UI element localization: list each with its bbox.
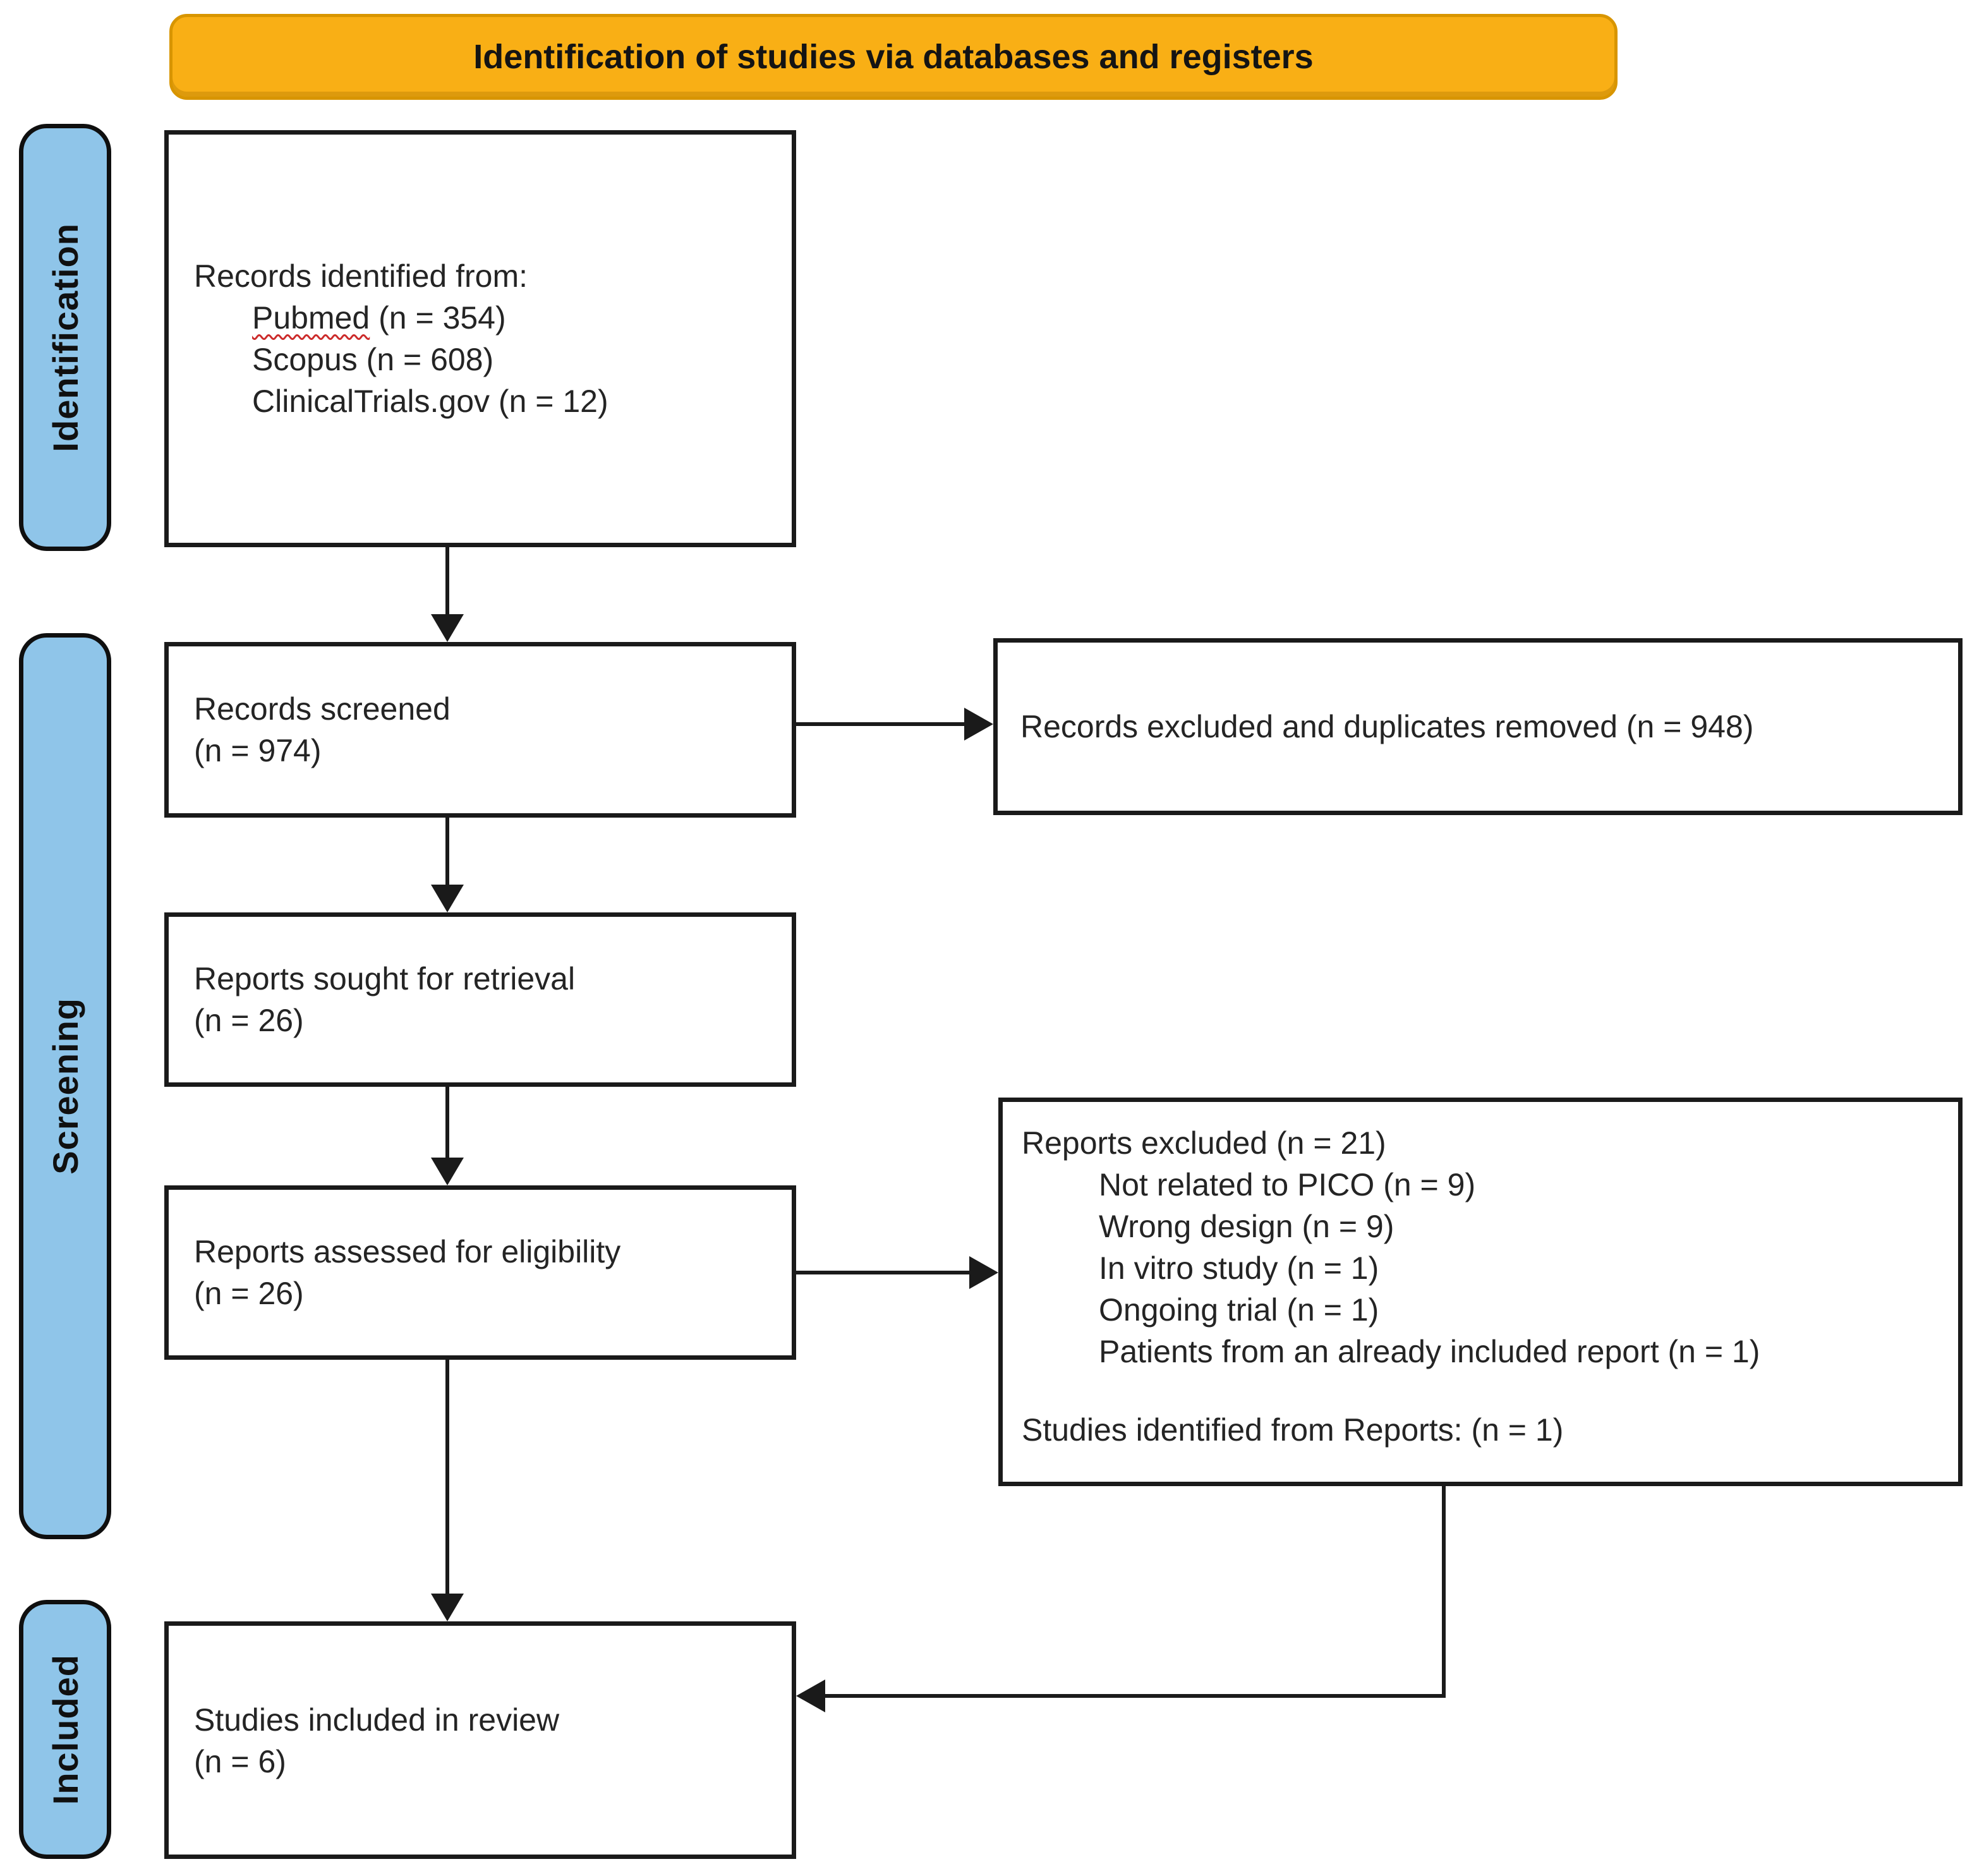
source-clinicaltrials-count: (n = 12) bbox=[490, 384, 608, 419]
records-identified-source-pubmed: Pubmed (n = 354) bbox=[194, 297, 777, 339]
banner: Identification of studies via databases … bbox=[169, 14, 1618, 100]
arrow-screened-to-sought-line bbox=[445, 818, 449, 885]
reports-assessed-count: (n = 26) bbox=[194, 1276, 304, 1311]
source-pubmed-count: (n = 354) bbox=[370, 300, 506, 336]
arrow-screened-to-sought-head bbox=[431, 885, 464, 912]
box-reports-sought: Reports sought for retrieval (n = 26) bbox=[164, 912, 796, 1087]
box-records-identified: Records identified from: Pubmed (n = 354… bbox=[164, 130, 796, 547]
stage-screening: Screening bbox=[19, 633, 111, 1539]
reports-excluded-reason-duplicate-patients: Patients from an already included report… bbox=[1099, 1334, 1760, 1369]
records-identified-source-scopus: Scopus (n = 608) bbox=[194, 339, 777, 380]
studies-included-label: Studies included in review bbox=[194, 1702, 560, 1738]
arrow-reports-to-included-horizontal-line bbox=[825, 1694, 1446, 1698]
stage-screening-label: Screening bbox=[45, 998, 85, 1175]
box-studies-included: Studies included in review (n = 6) bbox=[164, 1621, 796, 1859]
stage-included: Included bbox=[19, 1600, 111, 1859]
reports-excluded-reason-pico: Not related to PICO (n = 9) bbox=[1099, 1167, 1476, 1202]
source-scopus-count: (n = 608) bbox=[357, 342, 494, 377]
banner-title: Identification of studies via databases … bbox=[473, 38, 1314, 76]
arrow-identified-to-screened-line bbox=[445, 547, 449, 614]
reports-assessed-label: Reports assessed for eligibility bbox=[194, 1234, 621, 1269]
records-screened-label: Records screened bbox=[194, 691, 451, 727]
reports-sought-label: Reports sought for retrieval bbox=[194, 961, 576, 996]
arrow-sought-to-assessed-line bbox=[445, 1087, 449, 1158]
reports-excluded-reason-ongoing: Ongoing trial (n = 1) bbox=[1099, 1292, 1379, 1328]
arrow-assessed-to-included-line bbox=[445, 1360, 449, 1594]
arrow-reports-to-included-vertical-line bbox=[1442, 1486, 1446, 1696]
reports-excluded-reason-invitro: In vitro study (n = 1) bbox=[1099, 1250, 1379, 1286]
records-identified-title: Records identified from: bbox=[194, 258, 528, 294]
stage-included-label: Included bbox=[45, 1654, 85, 1805]
arrow-sought-to-assessed-head bbox=[431, 1158, 464, 1185]
records-identified-source-clinicaltrials: ClinicalTrials.gov (n = 12) bbox=[194, 380, 777, 422]
arrow-assessed-to-included-head bbox=[431, 1594, 464, 1621]
arrow-identified-to-screened-head bbox=[431, 614, 464, 642]
box-reports-excluded: Reports excluded (n = 21) Not related to… bbox=[998, 1098, 1963, 1486]
arrow-assessed-to-reports-excluded-head bbox=[969, 1256, 998, 1289]
stage-identification: Identification bbox=[19, 124, 111, 551]
reports-sought-count: (n = 26) bbox=[194, 1003, 304, 1038]
studies-included-count: (n = 6) bbox=[194, 1744, 286, 1779]
records-screened-count: (n = 974) bbox=[194, 733, 322, 768]
reports-excluded-reason-design: Wrong design (n = 9) bbox=[1099, 1209, 1394, 1244]
stage-identification-label: Identification bbox=[45, 222, 85, 452]
reports-excluded-title: Reports excluded (n = 21) bbox=[1022, 1125, 1386, 1161]
arrow-reports-to-included-head bbox=[796, 1679, 825, 1712]
arrow-screened-to-excluded-line bbox=[796, 722, 964, 726]
arrow-assessed-to-reports-excluded-line bbox=[796, 1271, 969, 1274]
source-clinicaltrials-name: ClinicalTrials.gov bbox=[252, 384, 490, 419]
source-scopus-name: Scopus bbox=[252, 342, 358, 377]
box-reports-assessed: Reports assessed for eligibility (n = 26… bbox=[164, 1185, 796, 1360]
arrow-screened-to-excluded-head bbox=[964, 708, 993, 741]
source-pubmed-name: Pubmed bbox=[252, 300, 370, 336]
studies-identified-from-reports: Studies identified from Reports: (n = 1) bbox=[1022, 1412, 1564, 1448]
box-records-screened: Records screened (n = 974) bbox=[164, 642, 796, 818]
records-excluded-label: Records excluded and duplicates removed … bbox=[1020, 709, 1754, 744]
box-records-excluded: Records excluded and duplicates removed … bbox=[993, 638, 1963, 815]
